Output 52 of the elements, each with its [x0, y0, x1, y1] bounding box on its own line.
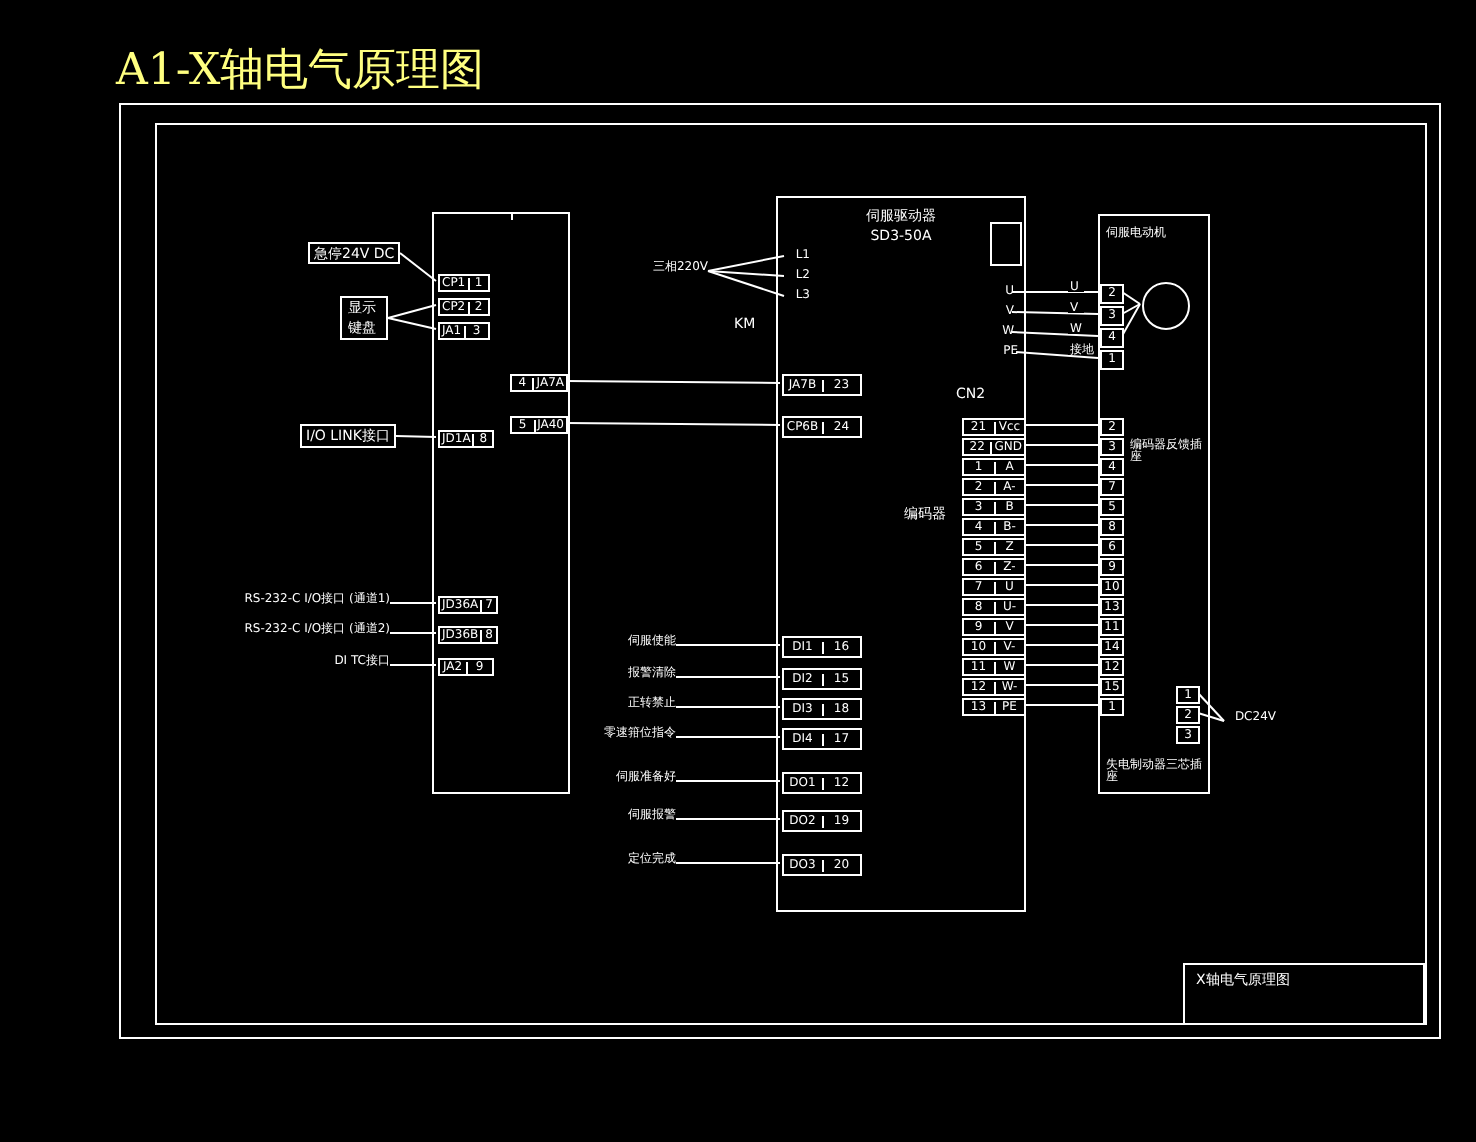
wire — [707, 270, 785, 277]
wire — [1197, 712, 1225, 722]
wire — [1023, 584, 1099, 586]
wire — [707, 255, 785, 272]
wire — [1121, 291, 1141, 305]
wire — [1023, 644, 1099, 646]
wire — [565, 422, 781, 426]
wire — [1023, 604, 1099, 606]
wire — [1023, 424, 1099, 426]
wire — [675, 676, 781, 678]
wire — [675, 862, 781, 864]
controller-box — [432, 212, 570, 794]
wire — [1023, 564, 1099, 566]
wire — [395, 435, 437, 438]
wire — [1011, 291, 1099, 293]
wire — [387, 304, 437, 319]
wire — [1015, 351, 1099, 359]
signal-box — [340, 296, 388, 340]
wire — [565, 380, 781, 384]
wire — [389, 632, 437, 634]
wire — [1023, 664, 1099, 666]
wire — [1023, 484, 1099, 486]
servo-drive-box — [776, 196, 1026, 912]
wire — [675, 644, 781, 646]
wire — [399, 252, 437, 282]
wire — [1197, 692, 1225, 722]
wire — [387, 317, 437, 330]
wire — [389, 664, 437, 666]
wire — [1011, 331, 1099, 337]
wire — [1023, 444, 1099, 446]
wire — [1023, 624, 1099, 626]
signal-box — [300, 424, 396, 448]
wire — [675, 706, 781, 708]
wire — [675, 780, 781, 782]
signal-box — [308, 242, 400, 264]
wire — [1023, 504, 1099, 506]
wire — [675, 818, 781, 820]
servo-motor-box — [1098, 214, 1210, 794]
motor-symbol — [1142, 282, 1190, 330]
wire — [1023, 524, 1099, 526]
wire — [1023, 704, 1099, 706]
wire — [1023, 684, 1099, 686]
wire — [675, 736, 781, 738]
wire — [1023, 544, 1099, 546]
wire — [389, 602, 437, 604]
diagram-title: A1-X轴电气原理图 — [116, 44, 485, 100]
terminal-block — [990, 222, 1022, 266]
wire — [1121, 303, 1141, 337]
wire — [1023, 464, 1099, 466]
wire — [707, 270, 785, 297]
wire — [1011, 311, 1099, 315]
wire — [1121, 303, 1141, 315]
